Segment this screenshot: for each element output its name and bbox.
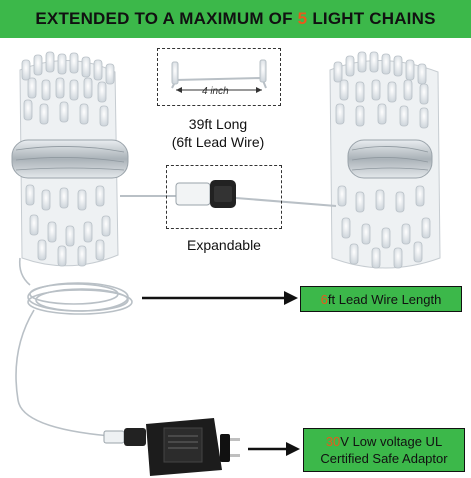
left-light-bundle (11, 51, 129, 267)
length-caption: 39ft Long (6ft Lead Wire) (150, 115, 286, 151)
connector-detail-box (166, 165, 282, 229)
adaptor-tag-line1: 30V Low voltage UL (326, 433, 442, 450)
banner-prefix: EXTENDED TO A MAXIMUM OF (35, 9, 293, 28)
right-light-bundle (329, 51, 441, 269)
adaptor-tag-line2: Certified Safe Adaptor (320, 451, 448, 466)
product-illustration (11, 51, 441, 476)
power-adaptor-icon (103, 418, 240, 476)
spacing-detail-box (157, 48, 281, 106)
arrow-to-lead-wire-tag (142, 291, 298, 305)
adaptor-line1-rest: V Low voltage UL (340, 434, 443, 449)
banner-number: 5 (297, 9, 308, 28)
lead-wire-coil (15, 257, 133, 437)
top-banner: EXTENDED TO A MAXIMUM OF 5 LIGHT CHAINS (0, 0, 471, 38)
expandable-label: Expandable (187, 237, 261, 253)
adaptor-tag: 30V Low voltage UL Certified Safe Adapto… (303, 428, 465, 472)
length-caption-line1: 39ft Long (188, 116, 248, 132)
lead-wire-number: 6 (320, 291, 328, 307)
connector-plug-icon (175, 180, 236, 208)
spacing-label: 4 inch (202, 86, 229, 97)
arrow-to-adaptor-tag (248, 442, 300, 456)
adaptor-voltage: 30 (325, 434, 341, 449)
banner-suffix: LIGHT CHAINS (312, 9, 436, 28)
spacing-detail-icon (171, 59, 267, 93)
lead-wire-text: ft Lead Wire Length (327, 291, 442, 307)
length-caption-line2: (6ft Lead Wire) (171, 134, 265, 150)
